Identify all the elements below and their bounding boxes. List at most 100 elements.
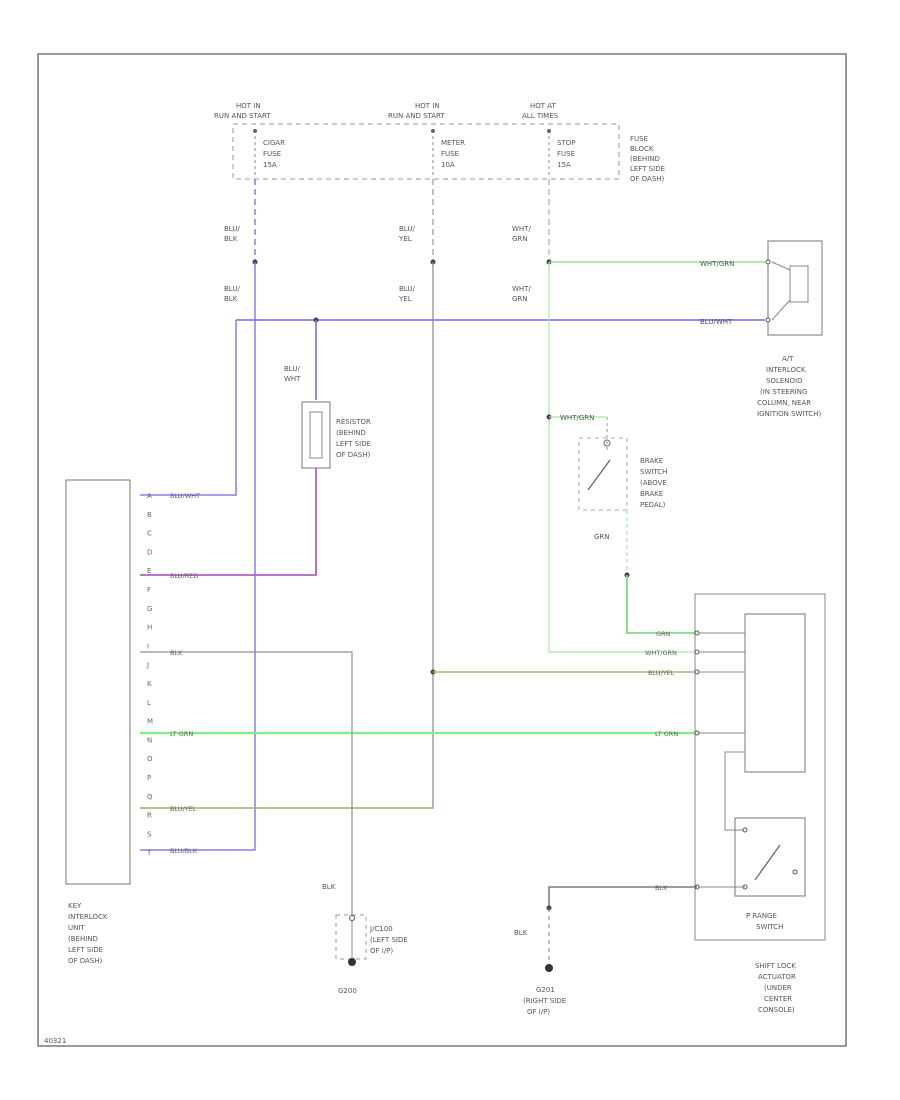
key-pin-t: T	[146, 849, 152, 857]
brake-label-3: (ABOVE	[640, 479, 667, 487]
fuse-1-name: CIGAR	[263, 139, 285, 147]
key-pin-i: I	[147, 642, 149, 650]
key-unit-label-1: KEY	[68, 902, 82, 910]
wire-label-wht-grn-1a: WHT/	[512, 225, 531, 233]
shift-lock-actuator: P RANGE SWITCH SHIFT LOCK ACTUATOR (UNDE…	[694, 593, 826, 1014]
shift-pin-4	[694, 730, 700, 736]
wire-label-wht-grn-1b: GRN	[512, 235, 528, 243]
jc100-dot	[349, 915, 355, 921]
fuse-block-label-3: (BEHIND	[630, 155, 660, 163]
fuse-block-label-5: OF DASH)	[630, 175, 665, 183]
fuse-block-outline	[232, 123, 620, 180]
solenoid-pin-1	[765, 259, 771, 265]
wire-label-shift-blu-yel: BLU/YEL	[648, 669, 675, 677]
brake-switch-outline	[578, 437, 628, 511]
solenoid-label-1: A/T	[782, 355, 794, 363]
key-pin-k: K	[147, 680, 152, 688]
wire-label-wht-grn-2b: GRN	[512, 295, 528, 303]
at-interlock-solenoid: A/T INTERLOCK SOLENOID (IN STEERING COLU…	[757, 240, 823, 418]
hot-label-2b: RUN AND START	[388, 112, 445, 120]
key-pin-p: P	[147, 774, 151, 782]
wire-label-grn: GRN	[594, 533, 610, 541]
solenoid-pin-2	[765, 317, 771, 323]
key-pin-c: C	[147, 530, 152, 538]
wire-label-key-i: BLK	[170, 649, 183, 657]
key-pin-b: B	[147, 511, 152, 519]
key-pin-m: M	[147, 718, 153, 726]
wire-label-blu-blk-2a: BLU/	[224, 285, 240, 293]
hot-label-2: HOT IN	[415, 102, 440, 110]
solenoid-lead-bot	[771, 299, 791, 321]
solenoid-label-2: INTERLOCK	[766, 366, 806, 374]
resistor-label-4: OF DASH)	[336, 451, 371, 459]
key-unit-label-6: OF DASH)	[68, 957, 103, 965]
shift-lock-label-2: ACTUATOR	[758, 973, 796, 981]
solenoid-label-6: IGNITION SWITCH)	[757, 410, 822, 418]
shift-lock-label-3: (UNDER	[764, 984, 792, 992]
shift-lock-solenoid-box	[744, 613, 806, 773]
key-pin-l: L	[147, 699, 151, 707]
jc100-label-2: (LEFT SIDE	[370, 936, 408, 944]
wire-label-blu-yel-2a: BLU/	[399, 285, 415, 293]
wire-label-blk-g200: BLK	[322, 883, 336, 891]
key-pin-d: D	[147, 548, 152, 556]
wire-blu-red	[140, 468, 317, 576]
wire-label-key-a: BLU/WHT	[170, 492, 200, 500]
solenoid-box	[767, 240, 823, 336]
fuse-3-word: FUSE	[557, 150, 575, 158]
p-range-label-2: SWITCH	[756, 923, 783, 931]
fuse-3-name: STOP	[557, 139, 575, 147]
wire-grn	[626, 575, 695, 634]
fuse-block-label-4: LEFT SIDE	[630, 165, 665, 173]
wire-label-solenoid-bot: BLU/WHT	[700, 318, 733, 326]
solenoid-label-5: COLUMN, NEAR	[757, 399, 811, 407]
key-unit-body	[65, 479, 131, 885]
shift-lock-label-1: SHIFT LOCK	[755, 962, 796, 970]
wire-blu-wht-to-key	[140, 320, 237, 496]
resistor-element	[309, 411, 323, 459]
jc100-label-1: J/C100	[369, 925, 393, 933]
ground-g200	[348, 958, 356, 966]
diagram-frame	[37, 53, 847, 1047]
brake-label-1: BRAKE	[640, 457, 663, 465]
p-range-switch-box	[734, 817, 806, 897]
brake-label-2: SWITCH	[640, 468, 667, 476]
key-unit-label-2: INTERLOCK	[68, 913, 108, 921]
wire-label-blu-blk-2b: BLK	[224, 295, 238, 303]
key-pin-h: H	[147, 624, 152, 632]
wire-label-blu-wht-b: WHT	[284, 375, 301, 383]
fuse-block-label-2: BLOCK	[630, 145, 654, 153]
shift-lock-label-5: CONSOLE)	[758, 1006, 795, 1014]
resistor-label-1: RESISTOR	[336, 418, 371, 426]
solenoid-label-3: SOLENOID	[766, 377, 802, 385]
g201-label-1: G201	[536, 986, 555, 994]
figure-id: 40321	[44, 1037, 66, 1045]
wire-label-key-e: BLU/RED	[170, 572, 198, 580]
wire-label-shift-blk: BLK	[655, 884, 668, 892]
wire-label-wht-grn-2a: WHT/	[512, 285, 531, 293]
wire-wht-grn-vertical	[548, 262, 695, 653]
solenoid-lead-top	[771, 261, 791, 271]
brake-switch-contact	[603, 439, 611, 447]
key-pin-e: E	[147, 567, 151, 575]
wire-label-blu-yel-1a: BLU/	[399, 225, 415, 233]
g200-label: G200	[338, 987, 357, 995]
shift-pin-1	[694, 630, 700, 636]
fuse-3-rating: 15A	[557, 161, 571, 169]
wire-label-blk-g201: BLK	[514, 929, 528, 937]
wire-blk-g201	[548, 886, 697, 908]
wire-label-blu-yel-1b: YEL	[398, 235, 412, 243]
shift-lock-outer	[694, 593, 826, 941]
fuse-1-word: FUSE	[263, 150, 281, 158]
fuse-1-rating: 15A	[263, 161, 277, 169]
fuse-2-rating: 10A	[441, 161, 455, 169]
wire-label-key-q: BLU/YEL	[170, 805, 197, 813]
wire-label-solenoid-top: WHT/GRN	[700, 260, 734, 268]
p-range-label-1: P RANGE	[746, 912, 777, 920]
key-pin-j: J	[146, 661, 149, 669]
fuse-2-name: METER	[441, 139, 465, 147]
solenoid-label-4: (IN STEERING	[760, 388, 807, 396]
key-unit-label-3: UNIT	[68, 924, 85, 932]
